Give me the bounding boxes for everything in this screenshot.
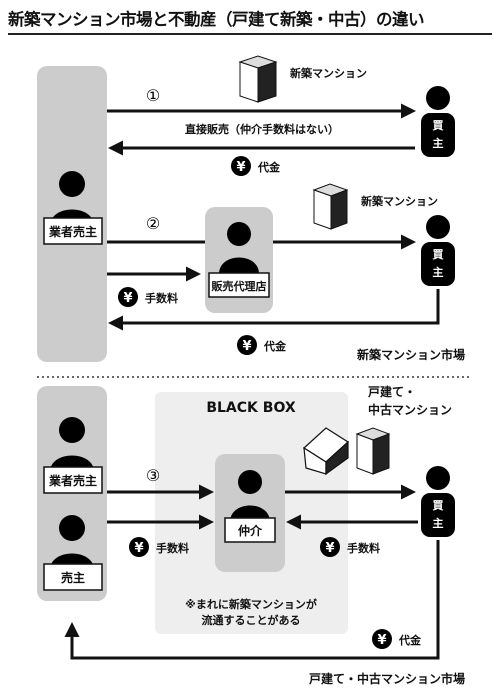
seller-sign-b2 [43, 563, 103, 591]
svg-text:¥: ¥ [325, 541, 334, 556]
buyer-label-3-a: 買 [433, 499, 444, 512]
buyer-label-1-b: 主 [433, 136, 444, 150]
yen-coin-icon: ¥ [320, 537, 340, 557]
route2-product: 新築マンション [361, 194, 438, 208]
title-underline [8, 33, 492, 35]
route2-number: ② [146, 214, 160, 233]
route1-note: 直接販売（仲介手数料はない） [185, 122, 339, 136]
page-title: 新築マンション市場と不動産（戸建て新築・中古）の違い [8, 10, 425, 29]
agent-sign [208, 272, 270, 298]
note-line2: 流通することがある [202, 613, 301, 627]
yen-coin-icon: ¥ [231, 156, 251, 176]
agent-label: 販売代理店 [212, 279, 267, 293]
route2-fee-label: 手数料 [145, 291, 178, 305]
yen-coin-icon: ¥ [372, 629, 392, 649]
route2-payment-arrow [108, 289, 440, 331]
seller2-label-bottom: 売主 [61, 570, 85, 585]
yen-coin-icon: ¥ [237, 335, 257, 355]
broker-label: 仲介 [238, 523, 263, 538]
route3-payment-label: 代金 [398, 633, 422, 647]
route3-fee-left-label: 手数料 [156, 541, 189, 555]
route2-payment-label: 代金 [263, 339, 287, 353]
agent-person [219, 222, 259, 274]
route3-payment-arrow [64, 540, 440, 660]
route1-number: ① [146, 86, 160, 105]
broker-sign [224, 517, 276, 543]
market-label-new: 新築マンション市場 [357, 347, 465, 362]
route3-number: ③ [146, 466, 160, 485]
svg-text:¥: ¥ [123, 291, 132, 306]
market-label-used: 戸建て・中古マンション市場 [309, 671, 465, 686]
buyer-label-1-a: 買 [433, 119, 444, 132]
svg-text:¥: ¥ [377, 633, 386, 648]
svg-text:¥: ¥ [134, 541, 143, 556]
house-icon [303, 427, 349, 476]
svg-text:¥: ¥ [236, 160, 245, 175]
buyer-person-3 [421, 466, 455, 537]
svg-text:¥: ¥ [242, 339, 251, 354]
yen-coin-icon: ¥ [129, 537, 149, 557]
product-label-line1: 戸建て・ [368, 384, 416, 399]
buyer-label-2-b: 主 [433, 265, 444, 279]
buyer-label-2-a: 買 [433, 248, 444, 261]
seller-sign-top [43, 217, 103, 245]
seller-sign-b1 [43, 466, 103, 494]
note-line1: ※まれに新築マンションが [185, 597, 317, 611]
route1-payment-label: 代金 [257, 160, 281, 174]
buyer-person-2 [421, 215, 455, 286]
seller1-label-bottom: 業者売主 [48, 473, 97, 488]
building-icon [238, 55, 278, 103]
seller-label-top: 業者売主 [48, 224, 97, 239]
building-icon [355, 427, 391, 475]
buyer-person-1 [421, 86, 455, 157]
route1-product: 新築マンション [290, 66, 367, 80]
route3-fee-right-label: 手数料 [347, 541, 380, 555]
building-icon [312, 183, 349, 230]
buyer-label-3-b: 主 [433, 516, 444, 530]
product-label-line2: 中古マンション [368, 402, 452, 417]
blackbox-label: BLACK BOX [206, 400, 295, 416]
yen-coin-icon: ¥ [118, 287, 138, 307]
